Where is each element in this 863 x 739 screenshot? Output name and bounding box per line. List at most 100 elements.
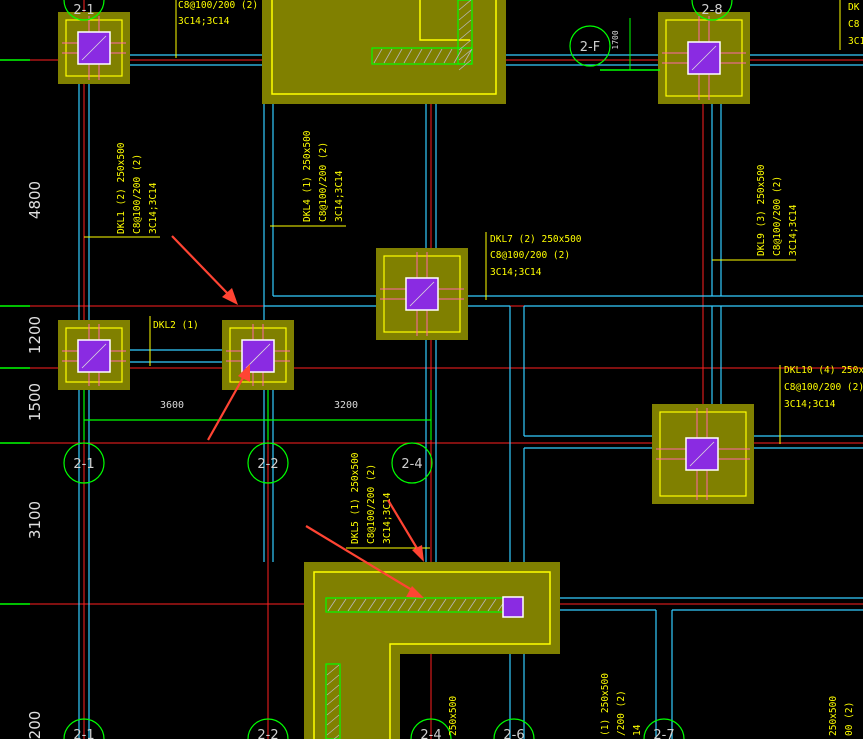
hatch-1 [383, 48, 393, 64]
annotation-dkl5-line3: 3C14;3C14 [382, 492, 393, 544]
hatch-33 [487, 598, 497, 612]
hatch-22 [377, 598, 387, 612]
annotation-dkl10: DKL10 (4) 250x C8@100/200 (2) 3C14;3C14 [784, 365, 863, 410]
annotation-bottom-frag2-line3: 14 [632, 724, 643, 736]
annotation-right-top: DK C8 3C1 [848, 2, 863, 47]
axis-label-2-8-top: 2-8 [701, 3, 722, 18]
annotation-dkl9-line3: 3C14;3C14 [788, 204, 799, 256]
dim-3600: 3600 [160, 400, 184, 411]
cap-right-lower-outline [659, 411, 747, 497]
hatch-8 [453, 48, 463, 64]
annotation-bottom-frag2-line2: /200 (2) [616, 690, 627, 736]
dim-1700: 1700 [611, 30, 620, 49]
annotation-top-a-line2: 3C14;3C14 [178, 16, 230, 27]
axis-label-2-1-top: 2-1 [73, 3, 94, 18]
axis-bubble-2-1-row1 [63, 442, 105, 484]
annotation-bottom-frag3-line2: 00 (2) [844, 702, 855, 736]
annotation-dkl4-line1: DKL4 (1) 250x500 [302, 130, 313, 222]
column-bottom-footing [502, 596, 524, 618]
annotation-top-a-line1: C8@100/200 (2) [178, 0, 258, 11]
dim-3200: 3200 [334, 400, 358, 411]
hatch-30 [457, 598, 467, 612]
annotation-dkl5: DKL5 (1) 250x500 C8@100/200 (2) 3C14;3C1… [350, 452, 393, 544]
axis-bubble-2-2-row1 [247, 442, 289, 484]
annotation-leaders [84, 0, 841, 549]
hatch-23 [387, 598, 397, 612]
hatch-18 [337, 598, 347, 612]
hatch-39 [326, 704, 340, 716]
footing-top-middle-outline [271, 0, 497, 95]
hatch-27 [427, 598, 437, 612]
cap-2-1-mid-outline [65, 327, 123, 383]
arrow-4 [387, 499, 424, 562]
annotation-bottom-frag1: 250x500 [448, 696, 459, 736]
arrow-4-shaft [387, 499, 419, 551]
cap-2-2-mid-outline [229, 327, 287, 383]
hatch-14 [458, 39, 472, 51]
hatch-41 [326, 724, 340, 736]
footing-bottom-l-outline [313, 571, 551, 739]
hatch-21 [367, 598, 377, 612]
hatch-35 [326, 664, 340, 676]
cap-2-8-top-outline [665, 19, 743, 97]
cap-center-column-diag [409, 281, 435, 307]
hatch-9 [463, 48, 473, 64]
hatch-32 [477, 598, 487, 612]
annotation-right-top-1: DK [848, 2, 860, 13]
pile-caps [58, 12, 754, 618]
cap-center [376, 248, 468, 340]
annotation-bottom-frag2-line1: (1) 250x500 [600, 673, 611, 736]
arrow-3 [305, 525, 424, 598]
annotation-dkl7-line2: C8@100/200 (2) [490, 250, 570, 261]
axis-bubble-labels: 2-1 2-2 2-4 2-F 2-1 2-8 2-1 2-2 2-4 2-6 … [73, 3, 722, 739]
red-arrows [171, 235, 424, 598]
footing-bottom-l [304, 562, 560, 739]
arrow-1 [171, 235, 238, 305]
hatch-strip-top-v [457, 0, 473, 65]
axis-bubbles [63, 0, 733, 739]
hatch-lines [326, 0, 507, 739]
annotation-bottom-frag2: (1) 250x500 /200 (2) 14 [600, 673, 643, 736]
hatch-31 [467, 598, 477, 612]
annotation-dkl7-line1: DKL7 (2) 250x500 [490, 234, 582, 245]
hatch-20 [357, 598, 367, 612]
axis-bubble-2-7-row2 [643, 718, 685, 739]
cap-2-1-top-column-diag [81, 35, 107, 61]
annotation-top-a: C8@100/200 (2) 3C14;3C14 [178, 0, 258, 27]
cap-2-1-top-outline [65, 19, 123, 77]
arrow-1-head [222, 288, 238, 305]
axis-bubble-2-4-row2 [410, 718, 452, 739]
hatch-16 [458, 59, 472, 71]
annotation-bottom-frag1-line1: 250x500 [448, 696, 459, 736]
annotation-dkl7: DKL7 (2) 250x500 C8@100/200 (2) 3C14;3C1… [490, 234, 582, 278]
cap-2-8-top-column-diag [691, 45, 717, 71]
annotation-dkl9-line1: DKL9 (3) 250x500 [756, 164, 767, 256]
axis-label-2-1-row1: 2-1 [73, 457, 94, 472]
axis-label-2-1-row2: 2-1 [73, 728, 94, 739]
cap-right-lower [652, 404, 754, 504]
axis-label-2-7-row2: 2-7 [653, 728, 674, 739]
hatch-6 [433, 48, 443, 64]
axis-label-2-2-row2: 2-2 [257, 728, 278, 739]
annotation-dkl5-line2: C8@100/200 (2) [366, 464, 377, 544]
annotation-right-top-2: C8 [848, 19, 860, 30]
hatch-29 [447, 598, 457, 612]
arrow-2 [207, 364, 250, 441]
arrow-3-shaft [305, 525, 413, 591]
axis-bubble-2-f [569, 25, 611, 67]
annotation-dkl10-line1: DKL10 (4) 250x [784, 365, 863, 376]
dim-200: 200 [26, 711, 44, 739]
hatch-25 [407, 598, 417, 612]
hatch-0 [373, 48, 383, 64]
hatch-36 [326, 674, 340, 686]
dim-3100: 3100 [26, 501, 44, 539]
cap-right-lower-column-diag [689, 441, 715, 467]
axis-label-2-6-row2: 2-6 [503, 728, 524, 739]
arrow-3-head [406, 586, 424, 598]
beam-lines [78, 54, 863, 739]
hatch-38 [326, 694, 340, 706]
annotation-dkl1-line3: 3C14;3C14 [148, 182, 159, 234]
annotation-bottom-frag3-line1: 250x500 [828, 696, 839, 736]
annotation-dkl10-line2: C8@100/200 (2) [784, 382, 863, 393]
